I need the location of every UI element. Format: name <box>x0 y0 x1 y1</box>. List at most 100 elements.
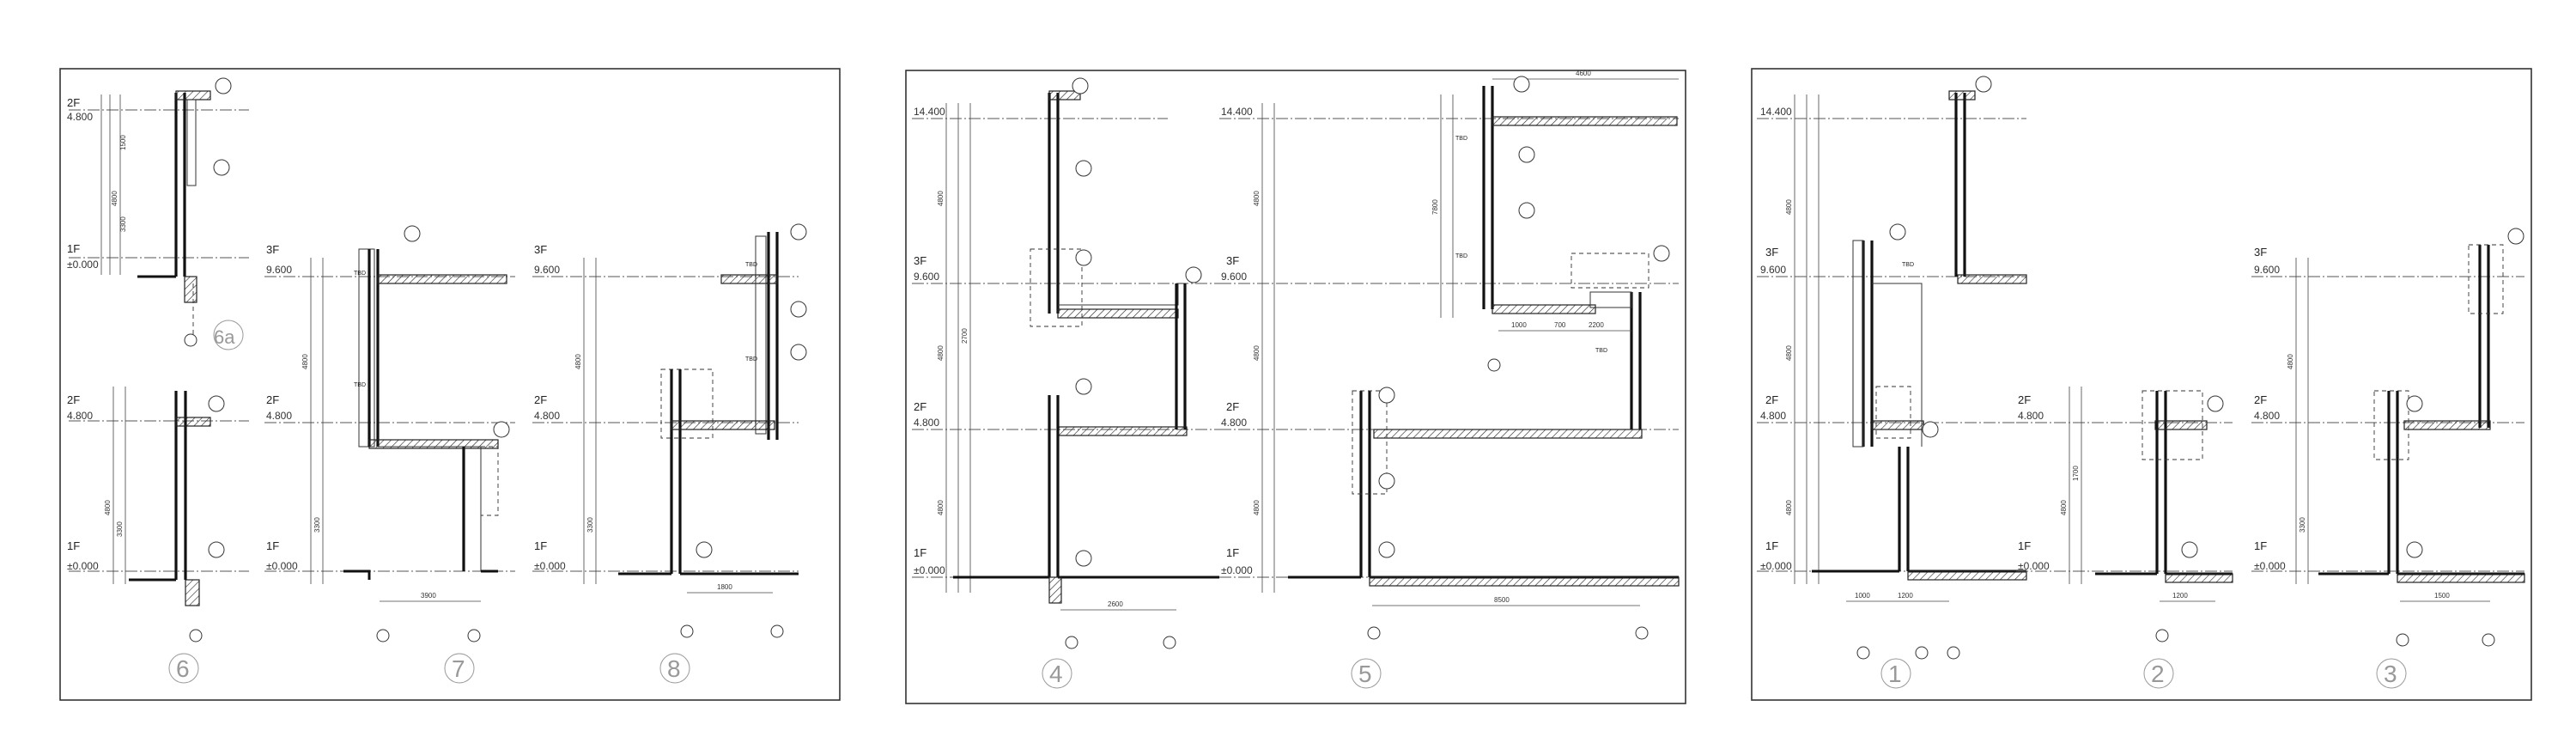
level-value: 4.800 <box>2254 410 2280 422</box>
level-2f-value: 4.800 <box>67 111 93 123</box>
level-name: 2F <box>1765 393 1778 406</box>
axis-bubble-icon <box>2155 629 2169 643</box>
level-name: 3F <box>914 254 927 267</box>
detail-3: 3F 9.600 2F 4.800 1F ±0.000 4800 3300 15… <box>2251 228 2525 689</box>
dim-text: 3300 <box>313 517 321 533</box>
level-name: 2F <box>914 400 927 413</box>
detail-6: 2F 4.800 1F ±0.000 4800 3300 6 <box>67 387 249 684</box>
level-value: 14.400 <box>1221 106 1253 118</box>
section-callout-icon <box>790 223 807 241</box>
level-value: 4.800 <box>266 410 292 422</box>
detail-title-circle <box>213 320 244 350</box>
axis-bubble-icon <box>376 629 390 643</box>
detail-6a-title: 6a <box>214 326 235 348</box>
section-callout-icon <box>1518 146 1535 163</box>
dim-text: 4800 <box>301 354 309 369</box>
level-value: ±0.000 <box>2018 560 2050 572</box>
axis-bubble-icon <box>467 629 481 643</box>
detail-5-title: 5 <box>1358 661 1372 687</box>
level-value: 9.600 <box>914 271 939 283</box>
axis-bubble-icon <box>2396 633 2409 647</box>
section-callout-icon <box>2507 228 2524 245</box>
section-callout-icon <box>1889 223 1906 241</box>
section-callout-icon <box>1072 77 1089 94</box>
level-value: 9.600 <box>1221 271 1247 283</box>
level-value: ±0.000 <box>2254 560 2286 572</box>
level-name: 1F <box>534 539 547 552</box>
level-value: ±0.000 <box>67 560 99 572</box>
detail-title-circle <box>2143 658 2174 689</box>
detail-2: 2F 4.800 1F ±0.000 4800 1700 1200 2 <box>2016 387 2233 689</box>
dim-text: 4600 <box>1576 70 1591 77</box>
dim-text: 2200 <box>1589 321 1604 329</box>
level-name: 1F <box>2254 539 2267 552</box>
level-value: 9.600 <box>266 264 292 276</box>
dim-text: 4800 <box>1785 500 1793 515</box>
axis-bubble-icon <box>680 624 694 638</box>
section-callout-icon <box>696 541 713 558</box>
level-2f-name: 2F <box>67 96 80 109</box>
level-value: ±0.000 <box>1760 560 1792 572</box>
section-callout-icon <box>1653 245 1670 262</box>
dim-text: 4800 <box>1253 191 1261 206</box>
level-name: 3F <box>534 243 547 256</box>
detail-6a: 2F 4.800 1F ±0.000 4800 3300 1500 6a <box>67 77 249 350</box>
section-callout-icon <box>1975 76 1992 93</box>
section-callout-icon <box>1922 421 1939 438</box>
detail-1: 14.400 3F 9.600 2F 4.800 1F ±0.000 4800 … <box>1757 76 2027 689</box>
section-callout-icon <box>215 77 232 94</box>
section-callout-icon <box>790 344 807 361</box>
axis-bubble-icon <box>184 333 197 347</box>
detail-7-title: 7 <box>452 655 465 682</box>
dim-text: 4800 <box>1785 345 1793 361</box>
detail-title-circle <box>1042 658 1072 689</box>
dim-text: 4800 <box>1785 199 1793 215</box>
section-callout-icon <box>1378 472 1395 490</box>
axis-bubble-icon <box>1367 626 1381 640</box>
section-callout-icon <box>1518 202 1535 219</box>
axis-bubble-icon <box>1947 646 1960 660</box>
level-value: 4.800 <box>534 410 560 422</box>
axis-bubble-icon <box>1163 636 1176 649</box>
section-callout-icon <box>1075 378 1092 395</box>
level-value: ±0.000 <box>914 564 945 576</box>
detail-5: 14.400 3F 9.600 2F 4.800 1F ±0.000 4800 … <box>1219 70 1680 689</box>
axis-bubble-icon <box>1487 358 1501 372</box>
detail-title-circle <box>2376 658 2407 689</box>
section-callout-icon <box>1075 550 1092 567</box>
dim-text: 4800 <box>1253 500 1261 515</box>
level-value: 14.400 <box>1760 106 1792 118</box>
level-1f-name: 1F <box>67 242 80 255</box>
dim-text: 3300 <box>586 517 594 533</box>
section-callout-icon <box>2207 395 2224 412</box>
dim-text: 700 <box>1554 321 1566 329</box>
detail-3-title: 3 <box>2384 661 2397 687</box>
dim-text: 1800 <box>717 583 732 591</box>
section-callout-icon <box>208 395 225 412</box>
sheet-frame-left <box>59 68 841 701</box>
level-name: 2F <box>266 393 279 406</box>
dim-text: 4800 <box>937 345 945 361</box>
note-text: TBD <box>1595 348 1607 354</box>
note-text: TBD <box>354 382 366 388</box>
level-value: ±0.000 <box>266 560 298 572</box>
dim-text: 4800 <box>2287 354 2294 369</box>
detail-4: 14.400 3F 9.600 2F 4.800 1F ±0.000 4800 … <box>912 77 1219 689</box>
level-name: 2F <box>2018 393 2031 406</box>
axis-bubble-icon <box>2482 633 2495 647</box>
detail-title-circle <box>1880 658 1911 689</box>
section-callout-icon <box>2406 541 2423 558</box>
dim-text: 3300 <box>2299 517 2306 533</box>
level-value: ±0.000 <box>534 560 566 572</box>
dim-text: 4800 <box>104 500 112 515</box>
level-name: 3F <box>266 243 279 256</box>
axis-bubble-icon <box>1856 646 1870 660</box>
section-callout-icon <box>208 541 225 558</box>
level-name: 2F <box>1226 400 1239 413</box>
section-callout-icon <box>493 421 510 438</box>
note-text: TBD <box>745 356 757 362</box>
note-text: TBD <box>354 271 366 277</box>
level-name: 1F <box>1226 546 1239 559</box>
sheet-frame-right <box>1751 68 2532 701</box>
